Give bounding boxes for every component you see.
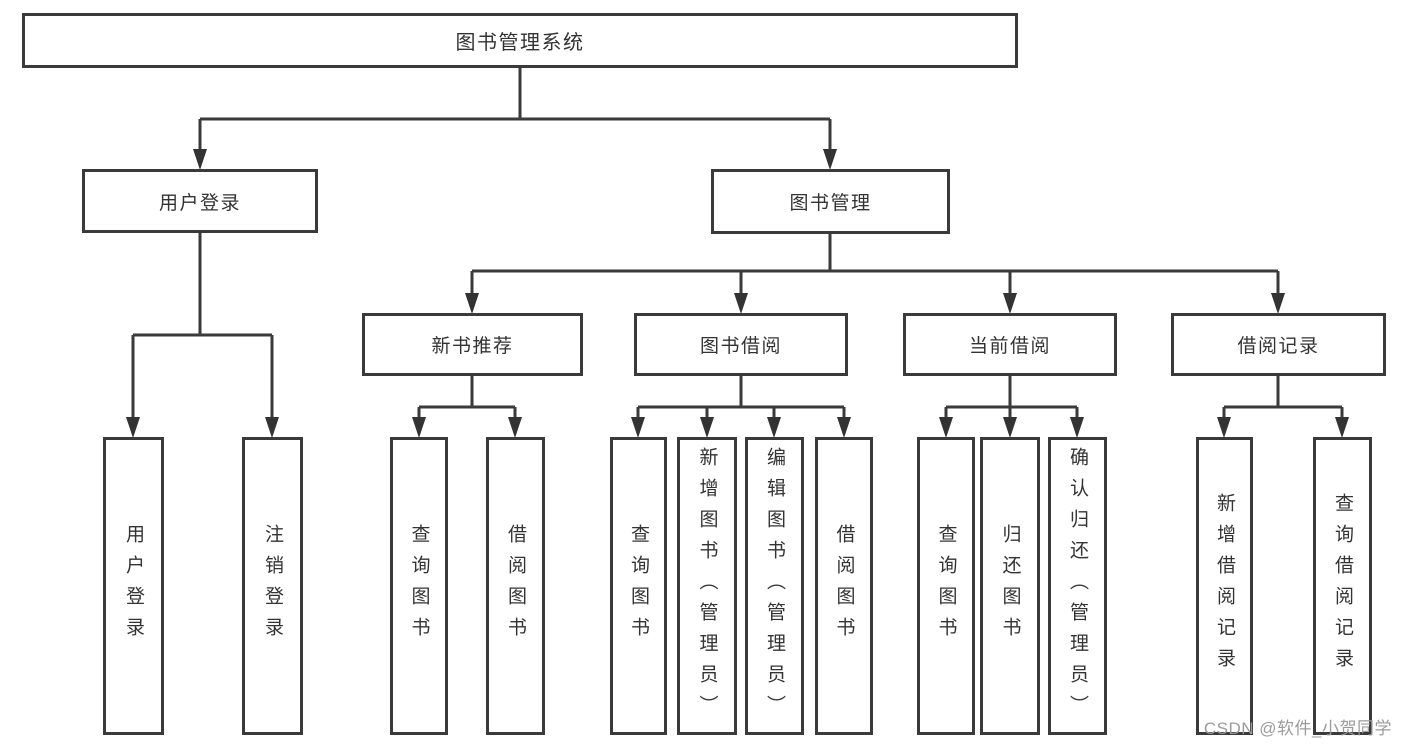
leaf-add-borrow-record-label: 新增借阅记录: [1214, 493, 1235, 679]
leaf-borrow-books-2-label: 借阅图书: [833, 524, 855, 648]
node-user-login-label: 用户登录: [158, 192, 241, 214]
leaf-query-books-current: 查询图书: [917, 437, 975, 735]
leaf-query-books-recommend: 查询图书: [390, 437, 448, 735]
leaf-user-login: 用户登录: [103, 437, 164, 735]
leaf-add-borrow-record: 新增借阅记录: [1196, 437, 1253, 735]
leaf-query-borrow-record: 查询借阅记录: [1313, 437, 1372, 735]
leaf-edit-book-admin-label: 编辑图书（管理员）: [764, 446, 785, 726]
connector-paths: [131, 68, 1344, 434]
node-library-system-label: 图书管理系统: [455, 32, 585, 54]
node-library-system: 图书管理系统: [22, 13, 1018, 68]
leaf-query-books-recommend-label: 查询图书: [408, 524, 430, 648]
node-book-management-label: 图书管理: [789, 193, 872, 214]
node-new-book-recommend-label: 新书推荐: [431, 336, 514, 357]
leaf-edit-book-admin: 编辑图书（管理员）: [745, 437, 804, 735]
leaf-logout-login-label: 注销登录: [262, 524, 283, 648]
leaf-return-books-label: 归还图书: [999, 524, 1021, 648]
leaf-query-books-borrow: 查询图书: [610, 437, 667, 735]
leaf-confirm-return-admin-label: 确认归还（管理员）: [1067, 446, 1088, 726]
node-new-book-recommend: 新书推荐: [362, 313, 583, 376]
leaf-query-borrow-record-label: 查询借阅记录: [1332, 493, 1353, 679]
node-current-borrowing: 当前借阅: [903, 313, 1117, 376]
leaf-logout-login: 注销登录: [242, 437, 303, 735]
node-book-borrowing-label: 图书借阅: [699, 336, 782, 357]
leaf-user-login-label: 用户登录: [123, 524, 144, 648]
leaf-query-books-borrow-label: 查询图书: [628, 524, 649, 648]
leaf-borrow-books-2: 借阅图书: [815, 437, 873, 735]
leaf-add-book-admin: 新增图书（管理员）: [677, 437, 737, 735]
leaf-borrow-books-recommend: 借阅图书: [486, 437, 545, 735]
node-borrowing-records-label: 借阅记录: [1237, 336, 1320, 357]
csdn-watermark: CSDN @软件_小贺同学: [1203, 719, 1392, 738]
leaf-confirm-return-admin: 确认归还（管理员）: [1048, 437, 1107, 735]
leaf-add-book-admin-label: 新增图书（管理员）: [696, 446, 718, 726]
leaf-borrow-books-recommend-label: 借阅图书: [505, 524, 526, 648]
leaf-query-books-current-label: 查询图书: [935, 524, 957, 648]
node-user-login: 用户登录: [82, 169, 318, 233]
node-book-management: 图书管理: [711, 169, 950, 234]
node-borrowing-records: 借阅记录: [1171, 313, 1386, 376]
arrowheads: [126, 149, 1349, 438]
node-book-borrowing: 图书借阅: [634, 313, 848, 376]
leaf-return-books: 归还图书: [980, 437, 1040, 735]
node-current-borrowing-label: 当前借阅: [968, 336, 1051, 357]
